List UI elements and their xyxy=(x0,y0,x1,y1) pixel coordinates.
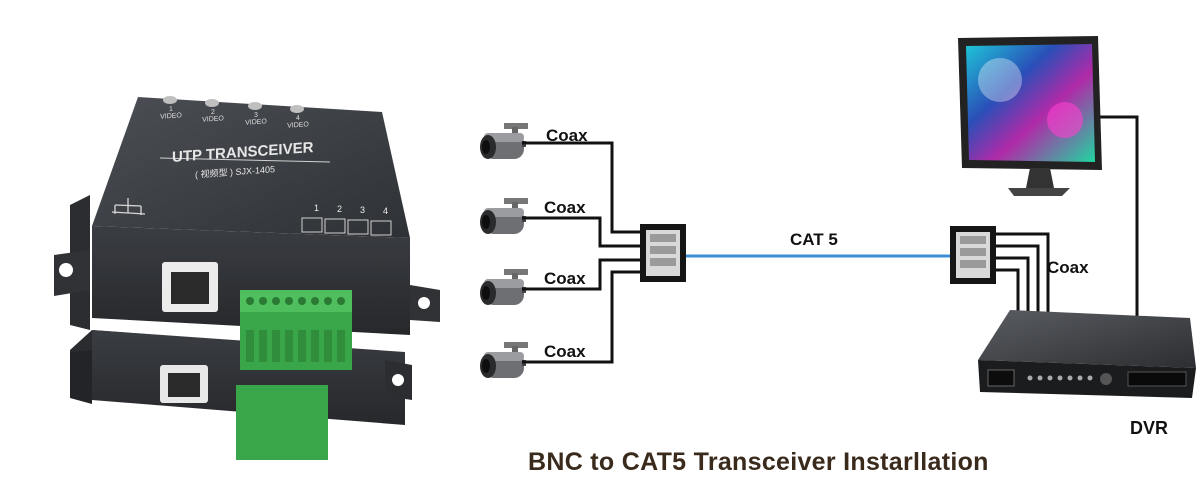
dvr-coax-1 xyxy=(996,232,1050,330)
coax-label-4: Coax xyxy=(544,342,586,361)
diagram-caption: BNC to CAT5 Transceiver Instarllation xyxy=(528,448,989,476)
right-balun-box xyxy=(950,226,996,284)
channel-number-2: 2 xyxy=(337,204,343,214)
dvr-coax-2 xyxy=(996,244,1040,330)
channel-indicator-boxes xyxy=(301,217,392,236)
coax-label-3: Coax xyxy=(544,269,586,288)
channel-number-4: 4 xyxy=(383,206,389,216)
coax-cable-2 xyxy=(522,216,642,248)
monitor-cable xyxy=(1100,115,1139,318)
upper-terminal-block xyxy=(240,290,352,370)
network-symbol-icon xyxy=(111,198,146,215)
cctv-camera-icon xyxy=(480,342,528,378)
cctv-camera-icon xyxy=(480,269,528,305)
bnc-connectors xyxy=(163,96,304,113)
coax-cable-1 xyxy=(522,141,642,234)
coax-label-2: Coax xyxy=(544,198,586,217)
dvr-coax-label: Coax xyxy=(1047,258,1089,277)
upper-transceiver-unit xyxy=(54,96,440,370)
dvr-coax-4 xyxy=(996,268,1020,330)
lower-terminal-block xyxy=(236,385,328,460)
coax-label-1: Coax xyxy=(546,126,588,145)
monitor xyxy=(958,36,1102,196)
dvr-label: DVR xyxy=(1130,418,1169,438)
left-balun-box xyxy=(640,224,686,282)
transceiver-photo xyxy=(54,96,440,460)
cat5-label: CAT 5 xyxy=(790,230,838,249)
channel-number-1: 1 xyxy=(314,203,320,213)
wiring xyxy=(522,115,1139,364)
dvr-coax-3 xyxy=(996,256,1030,330)
camera-group xyxy=(480,123,528,378)
coax-cable-3 xyxy=(522,258,642,291)
cctv-camera-icon xyxy=(480,198,528,234)
cctv-camera-icon xyxy=(480,123,528,159)
coax-cable-4 xyxy=(522,270,642,364)
dvr-unit xyxy=(978,310,1196,398)
channel-number-3: 3 xyxy=(360,205,366,215)
